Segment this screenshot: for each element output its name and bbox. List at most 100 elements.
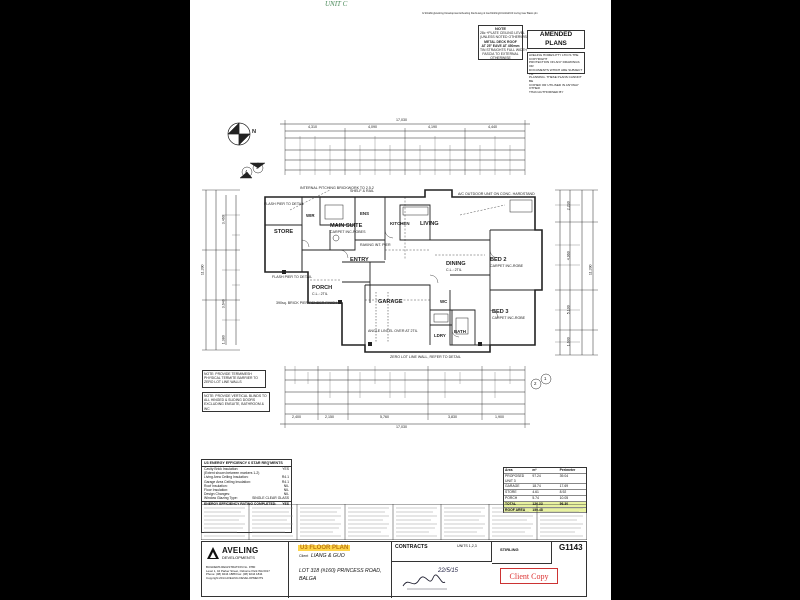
amended-plans-stamp: AMENDED PLANS bbox=[527, 30, 585, 49]
energy-row: Window Glazing Type:SINGLE CLEAR GLASS bbox=[204, 496, 289, 501]
handwritten-unit-note: UNIT C bbox=[325, 0, 348, 8]
energy-row: Garage Area Ceiling Insulation:R4.1 bbox=[204, 479, 289, 484]
client-copy-stamp: Client Copy bbox=[500, 568, 558, 584]
left-dim: 3,460 bbox=[221, 215, 226, 225]
handwritten-date: 22/5/15 bbox=[438, 568, 459, 574]
contracts-cell bbox=[392, 542, 492, 562]
annotation: FLASH PIER TO DETAIL bbox=[272, 275, 313, 279]
client-name: LIANG & GUO bbox=[311, 553, 345, 559]
right-dim: 1,600 bbox=[566, 337, 571, 347]
signature-mark bbox=[402, 574, 447, 590]
copyright-note: AVELING HOMES PTY LTD IS THE COPYRIGHT P… bbox=[527, 52, 585, 94]
company-logo-cell: AVELING DEVELOPMENTS BUILDERS REGISTRATI… bbox=[202, 542, 289, 598]
energy-row: Cavity Brick Insulation:YES bbox=[204, 467, 289, 471]
annotation: 390sq. BRICK PIER RENDER FINISH bbox=[276, 301, 338, 305]
location-cell bbox=[492, 542, 552, 564]
overall-width-top: 17,030 bbox=[396, 118, 407, 122]
plan-title: U3 FLOOR PLAN bbox=[298, 545, 351, 551]
room-ens: ENS bbox=[360, 211, 370, 216]
overall-width-bottom: 17,030 bbox=[396, 425, 407, 429]
right-dim: 5,100 bbox=[566, 305, 571, 315]
room-living: LIVING bbox=[420, 221, 439, 227]
termite-note: NOTE: PROVIDE TERMIMESH PHYSICAL TERMITE… bbox=[202, 370, 266, 388]
note-line: FASCIA TO EXTERNAL bbox=[482, 52, 519, 57]
room-main-suite: MAIN SUITE bbox=[330, 223, 363, 229]
energy-row: Floor Insulation:NIL bbox=[204, 488, 289, 493]
top-dim: 4,440 bbox=[488, 125, 497, 129]
copyright-line: PROTECTION ON ANY DRAWINGS OR bbox=[529, 60, 580, 69]
note-title: NOTE bbox=[494, 26, 507, 31]
overall-depth-right: 11,390 bbox=[588, 264, 593, 276]
company-sub: DEVELOPMENTS bbox=[222, 555, 255, 560]
title-block: AVELING DEVELOPMENTS BUILDERS REGISTRATI… bbox=[201, 541, 587, 598]
energy-title: U3 ENERGY EFFICIENCY 6 STAR REQ'MENTS bbox=[202, 460, 291, 467]
bottom-dim: 5,760 bbox=[380, 415, 389, 419]
left-dim: 1,380 bbox=[221, 335, 226, 345]
amended-line: PLANS bbox=[545, 39, 567, 47]
room-kitchen: KITCHEN bbox=[390, 221, 410, 226]
company-info: BUILDERS REGISTRATION No. 9780 Level 1, … bbox=[206, 565, 270, 580]
energy-efficiency-table: U3 ENERGY EFFICIENCY 6 STAR REQ'MENTS Ca… bbox=[201, 459, 292, 533]
client-label: Client bbox=[299, 554, 309, 558]
room-bed-3: BED 3 bbox=[492, 309, 509, 315]
annotation: INTERNAL PITCHING BRICKWORK TO 2.5.2 bbox=[300, 186, 374, 190]
annotation: ANGLE LINTEL OVER AT 2TIL bbox=[368, 329, 418, 333]
room-store: STORE bbox=[274, 229, 294, 235]
energy-row: Roof Insulation:NIL bbox=[204, 483, 289, 488]
note-line: 28c +PLATE CEILING LEVEL bbox=[480, 31, 525, 36]
room-porch: PORCH bbox=[312, 285, 333, 291]
plan-info-cell bbox=[289, 542, 392, 598]
section-marker: 4 bbox=[245, 169, 248, 174]
units-label: UNITS 1,2,3 bbox=[457, 544, 477, 548]
top-dim: 4,190 bbox=[428, 125, 437, 129]
section-marker: 2 bbox=[534, 381, 537, 386]
room-garage: GARAGE bbox=[378, 299, 403, 305]
amended-line: AMENDED bbox=[539, 31, 573, 38]
annotation: ZERO LOT LINE WALL, REFER TO DETAIL bbox=[390, 355, 461, 359]
room-entry: ENTRY bbox=[350, 257, 369, 263]
file-path-text: G:\Drafting\Aveling Developments\Aveling… bbox=[422, 12, 538, 15]
top-dim: 4,310 bbox=[308, 125, 317, 129]
floor-plan-drawing bbox=[202, 120, 598, 428]
termite-note-text: NOTE: PROVIDE TERMIMESH PHYSICAL TERMITE… bbox=[204, 372, 258, 385]
contracts-label: CONTRACTS bbox=[395, 544, 428, 550]
room-ldry: LDRY bbox=[434, 333, 446, 338]
specification-notes-block bbox=[201, 504, 587, 540]
blinds-note: NOTE: PROVIDE VERTICAL BLINDS TO ALL HIN… bbox=[202, 392, 270, 412]
drawing-sheet: UNIT C G:\Drafting\Aveling Developments\… bbox=[190, 0, 611, 600]
room-bed-2: BED 2 bbox=[490, 257, 507, 263]
section-marker: 1 bbox=[544, 376, 547, 381]
annotation: FLASH PIER TO DETAIL bbox=[264, 202, 305, 206]
room-bed-2-detail: CARPET INC-ROBE bbox=[490, 264, 524, 268]
aveling-logo-icon bbox=[207, 547, 219, 559]
annotation: A/C OUTDOOR UNIT ON CONC. HARDSTAND bbox=[458, 192, 535, 196]
energy-row: (Extent shown between markers 1-2) bbox=[204, 471, 260, 476]
note-line: METAL DECK ROOF bbox=[484, 39, 517, 44]
annotation: RAKING INT. PIER bbox=[360, 243, 391, 247]
energy-row: Living Area Ceiling Insulation:R4.1 bbox=[204, 475, 289, 480]
copyright-line: THAN AUTHORISED BY bbox=[529, 90, 564, 95]
bottom-dim: 2,400 bbox=[292, 415, 301, 419]
blinds-note-text: NOTE: PROVIDE VERTICAL BLINDS TO ALL HIN… bbox=[204, 394, 267, 411]
overall-depth-left: 11,390 bbox=[200, 264, 205, 276]
bottom-dim: 3,830 bbox=[448, 415, 457, 419]
room-porch-detail: C.L.: 2TIL bbox=[312, 292, 328, 296]
energy-row: Design Changes:NIL bbox=[204, 492, 289, 497]
copyright-line: DOCUMENTS WHICH ARE SUBJECT TO bbox=[529, 67, 583, 76]
room-wc: WC bbox=[440, 299, 448, 304]
annotation: SHELF & RAIL bbox=[350, 189, 374, 193]
copyright-line: PLANNING. THESE PLANS CANNOT BE bbox=[529, 75, 582, 83]
note-line: TIN STRAIGHTS FULL WIDTH bbox=[480, 48, 527, 53]
bottom-dim: 2,150 bbox=[325, 415, 334, 419]
section-marker: 3 bbox=[256, 165, 259, 170]
roof-note-box: NOTE 28c +PLATE CEILING LEVEL (UNLESS NO… bbox=[478, 25, 531, 60]
note-line: (UNLESS NOTED OTHERWISE) bbox=[480, 35, 531, 40]
bottom-dim: 1,900 bbox=[495, 415, 504, 419]
note-line: AT 25° EAVE AT 450mm bbox=[481, 43, 520, 48]
location-label: STIRLING bbox=[500, 547, 519, 552]
company-name: AVELING bbox=[222, 546, 259, 555]
